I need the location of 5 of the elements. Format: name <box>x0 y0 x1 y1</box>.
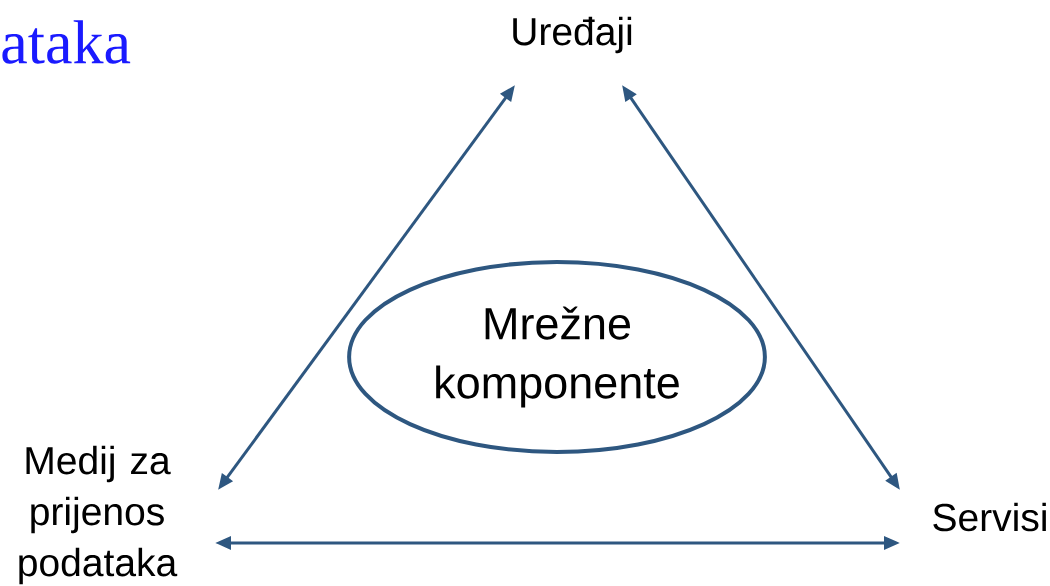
label-text: Medij za prijenos podataka <box>19 445 178 585</box>
label-text: Servisi <box>933 502 1046 532</box>
title-fragment: ataka <box>2 20 131 64</box>
label-text: Uređaji <box>513 16 632 54</box>
ellipse-node: Mrežne komponente <box>347 260 767 454</box>
